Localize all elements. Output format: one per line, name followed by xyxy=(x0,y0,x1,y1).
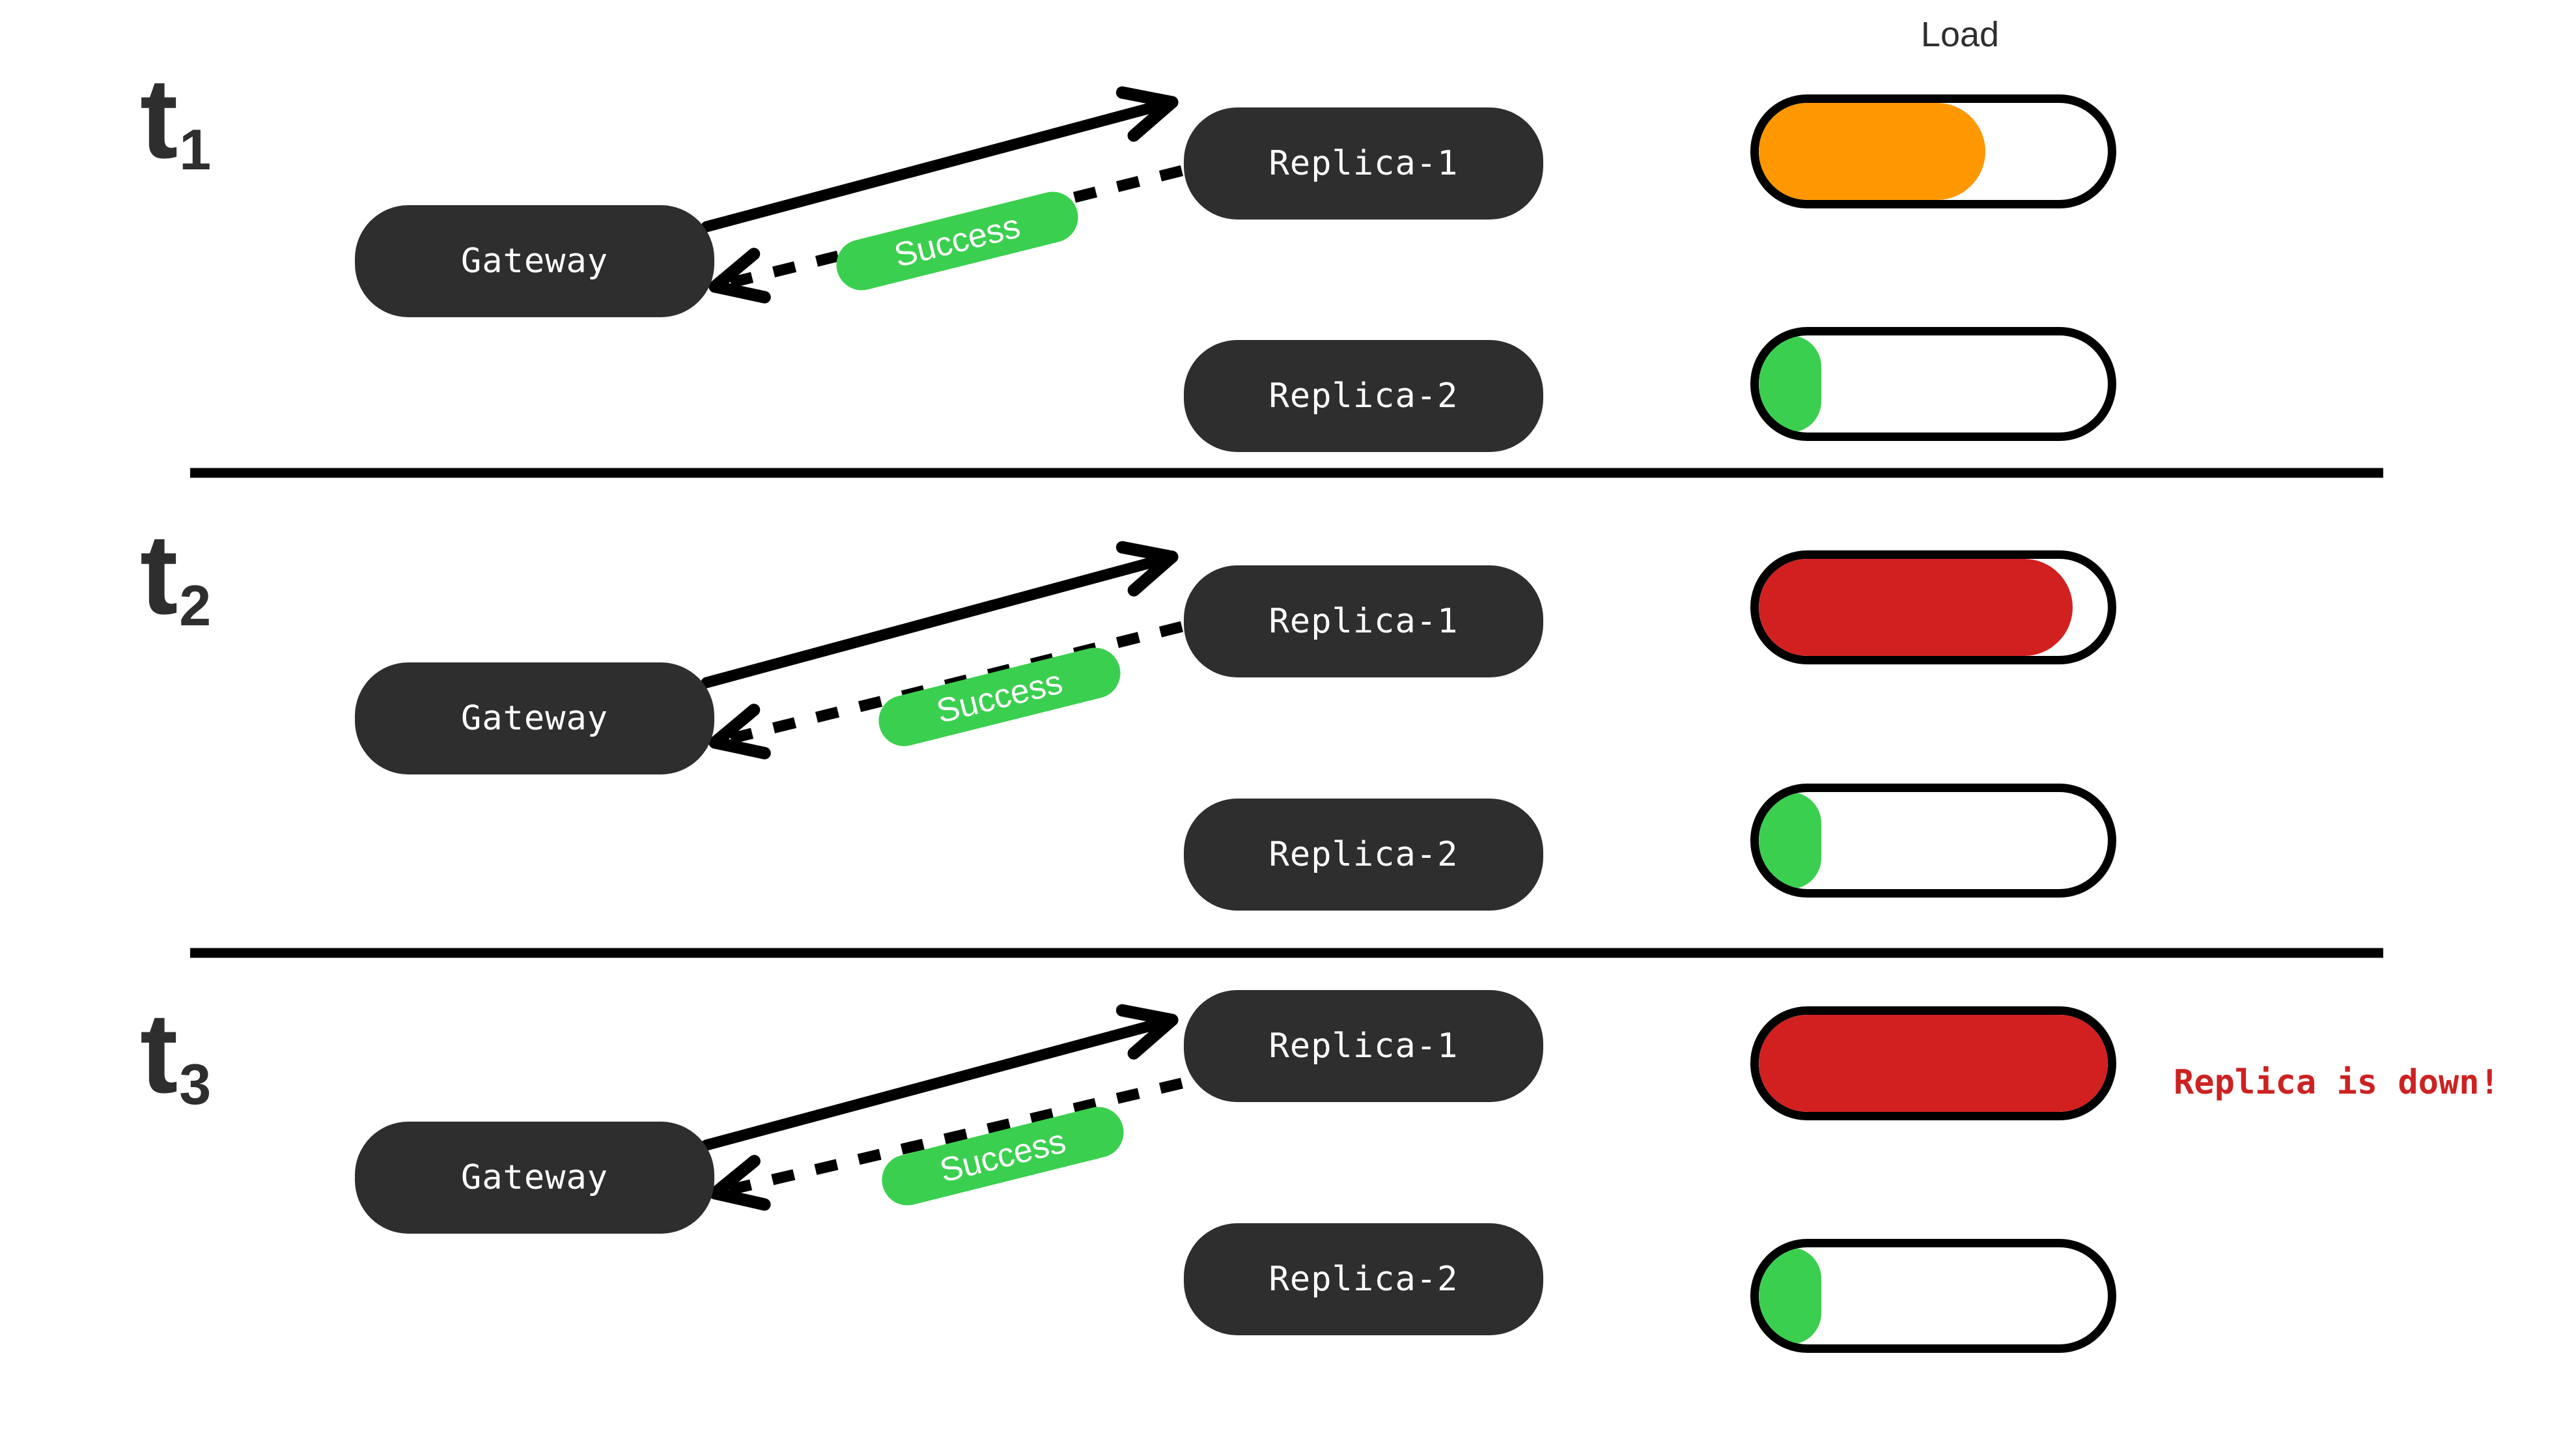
t3-node-replica-2[interactable]: Replica-2 xyxy=(1184,1223,1543,1335)
t3-replica-1-load-track xyxy=(1750,1006,2116,1120)
t2-replica-2-load-fill xyxy=(1759,792,1822,889)
t2-response-edge-arrowhead xyxy=(708,703,771,759)
t3-request-edge-arrowhead xyxy=(1115,1004,1179,1060)
t2-response-edge-arrowhead-barb-1 xyxy=(708,736,771,759)
time-step-base: t xyxy=(140,990,178,1117)
t1-request-edge xyxy=(701,96,1178,233)
t2-replica-1-load-track xyxy=(1750,550,2116,664)
t3-replica-2-load-fill xyxy=(1759,1247,1822,1344)
t3-node-gateway[interactable]: Gateway xyxy=(355,1122,714,1234)
node-label: Gateway xyxy=(460,1158,609,1197)
t2-replica-1-load-fill xyxy=(1759,559,2073,656)
t2-node-gateway[interactable]: Gateway xyxy=(355,662,714,774)
t1-replica-1-load-track xyxy=(1750,94,2116,208)
t1-request-edge-arrowhead-barb-1 xyxy=(1115,86,1179,109)
t2-replica-2-load-track xyxy=(1750,784,2116,898)
time-step-label-t2: t2 xyxy=(140,518,211,634)
t1-replica-2-load-fill xyxy=(1759,335,1822,432)
node-label: Replica-2 xyxy=(1268,376,1459,416)
time-step-label-t1: t1 xyxy=(140,62,211,178)
time-step-index: 2 xyxy=(179,573,211,638)
t1-replica-2-load-track xyxy=(1750,327,2116,441)
t2-request-edge xyxy=(701,551,1178,688)
t3-node-replica-1[interactable]: Replica-1 xyxy=(1184,990,1543,1102)
t3-response-edge-arrowhead xyxy=(708,1155,771,1211)
node-label: Gateway xyxy=(460,242,609,281)
node-label: Replica-1 xyxy=(1268,144,1459,183)
node-label: Replica-2 xyxy=(1268,835,1459,874)
load-column-caption: Load xyxy=(1920,15,2000,54)
t1-response-edge-arrowhead-barb-1 xyxy=(708,280,771,304)
t1-response-edge-arrowhead-barb-0 xyxy=(708,248,761,293)
t2-node-replica-1[interactable]: Replica-1 xyxy=(1184,565,1543,677)
t3-response-edge-arrowhead-barb-1 xyxy=(708,1187,771,1211)
t3-replica-down-alert: Replica is down! xyxy=(2174,1063,2500,1102)
t1-request-edge-arrowhead xyxy=(1115,86,1179,142)
t3-response-edge-arrowhead-barb-0 xyxy=(708,1155,761,1200)
time-step-base: t xyxy=(140,511,178,638)
node-label: Replica-2 xyxy=(1268,1260,1459,1299)
t1-request-edge-arrowhead-barb-0 xyxy=(1127,96,1179,142)
t1-node-gateway[interactable]: Gateway xyxy=(355,205,714,317)
t3-request-edge-arrowhead-barb-1 xyxy=(1115,1004,1179,1027)
time-step-index: 3 xyxy=(179,1052,211,1116)
t2-request-edge-arrowhead-barb-1 xyxy=(1115,541,1179,563)
time-step-label-t3: t3 xyxy=(140,997,211,1113)
t3-request-edge-arrowhead-barb-0 xyxy=(1127,1014,1179,1060)
t1-node-replica-1[interactable]: Replica-1 xyxy=(1184,107,1543,220)
node-label: Gateway xyxy=(460,699,609,738)
t1-response-edge-arrowhead xyxy=(708,248,771,304)
node-label: Replica-1 xyxy=(1268,602,1459,641)
t2-request-edge-arrowhead xyxy=(1115,541,1179,597)
t3-replica-2-load-track xyxy=(1750,1239,2116,1353)
t2-response-edge-arrowhead-barb-0 xyxy=(708,703,761,749)
t3-replica-1-load-fill xyxy=(1759,1015,2108,1112)
t1-node-replica-2[interactable]: Replica-2 xyxy=(1184,340,1543,452)
t3-response-edge xyxy=(714,1077,1183,1199)
t2-node-replica-2[interactable]: Replica-2 xyxy=(1184,799,1543,911)
time-step-base: t xyxy=(140,55,178,182)
node-label: Replica-1 xyxy=(1268,1027,1459,1066)
time-step-index: 1 xyxy=(179,117,211,182)
t1-replica-1-load-fill xyxy=(1759,103,1986,200)
t2-request-edge-arrowhead-barb-0 xyxy=(1127,550,1179,597)
t3-request-edge xyxy=(701,1014,1178,1151)
